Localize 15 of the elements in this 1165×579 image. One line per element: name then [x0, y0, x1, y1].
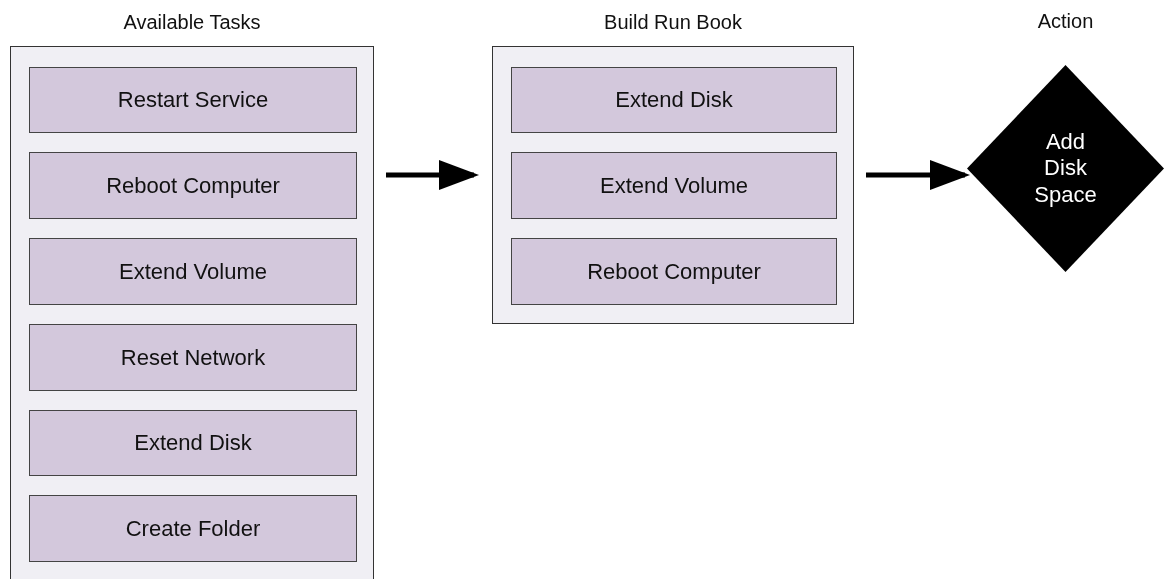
column-heading: Action — [1036, 10, 1095, 33]
task-box: Reboot Computer — [29, 152, 357, 219]
task-box: Extend Volume — [29, 238, 357, 305]
panel-heading: Available Tasks — [122, 11, 262, 34]
task-box: Extend Disk — [29, 410, 357, 476]
task-box: Create Folder — [29, 495, 357, 562]
task-box: Extend Disk — [511, 67, 837, 133]
arrow — [866, 160, 970, 190]
task-box: Reset Network — [29, 324, 357, 391]
panel-heading: Build Run Book — [603, 11, 743, 34]
task-box: Restart Service — [29, 67, 357, 133]
task-box: Extend Volume — [511, 152, 837, 219]
arrow — [386, 160, 479, 190]
diamond-label: Add Disk Space — [1033, 128, 1098, 209]
task-box: Reboot Computer — [511, 238, 837, 305]
